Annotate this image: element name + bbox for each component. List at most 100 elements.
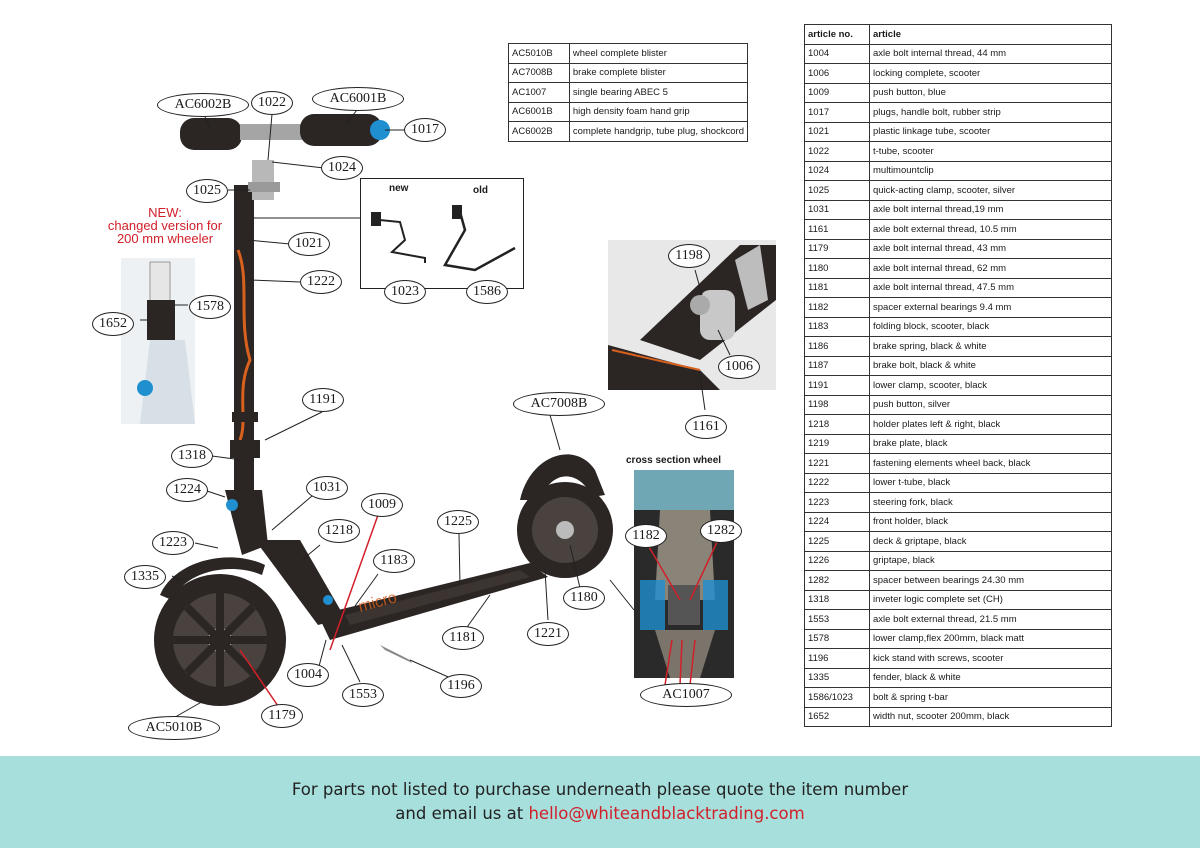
callout-1025: 1025	[186, 179, 228, 203]
article-desc-cell: inveter logic complete set (CH)	[869, 589, 1112, 610]
article-desc-cell: holder plates left & right, black	[869, 414, 1112, 435]
callout-1179: 1179	[261, 704, 303, 728]
bolt-spring-drawings-overlay	[371, 205, 516, 272]
article-desc-cell: axle bolt internal thread, 43 mm	[869, 238, 1112, 259]
callout-1586: 1586	[466, 280, 508, 304]
article-no-cell: 1006	[804, 63, 870, 84]
article-no-cell: 1224	[804, 511, 870, 532]
article-no-cell: 1225	[804, 531, 870, 552]
callout-1652: 1652	[92, 312, 134, 336]
callout-1191: 1191	[302, 388, 344, 412]
callout-1222: 1222	[300, 270, 342, 294]
article-no-cell: 1021	[804, 121, 870, 142]
article-no-cell: 1226	[804, 550, 870, 571]
article-no-cell: 1191	[804, 375, 870, 396]
callout-1161: 1161	[685, 415, 727, 439]
callout-1553: 1553	[342, 683, 384, 707]
kit-article-no: AC1007	[508, 82, 570, 103]
footer-line-1: For parts not listed to purchase underne…	[291, 780, 909, 799]
article-desc-cell: bolt & spring t-bar	[869, 687, 1112, 708]
article-no-cell: 1187	[804, 355, 870, 376]
scooter-illustration: micro	[154, 114, 613, 706]
article-desc-cell: lower clamp, scooter, black	[869, 375, 1112, 396]
callout-1318: 1318	[171, 444, 213, 468]
article-desc-cell: axle bolt external thread, 21.5 mm	[869, 609, 1112, 630]
article-no-cell: 1586/1023	[804, 687, 870, 708]
cross-section-inset	[634, 470, 734, 678]
article-no-cell: 1221	[804, 453, 870, 474]
article-no-cell: 1335	[804, 667, 870, 688]
article-desc-cell: brake spring, black & white	[869, 336, 1112, 357]
callout-1183: 1183	[373, 549, 415, 573]
kit-article-desc: single bearing ABEC 5	[568, 82, 749, 103]
article-desc-cell: steering fork, black	[869, 492, 1112, 513]
article-desc-cell: brake bolt, black & white	[869, 355, 1112, 376]
callout-1198: 1198	[668, 244, 710, 268]
article-no-cell: 1318	[804, 589, 870, 610]
callout-ac7008b: AC7008B	[513, 392, 605, 416]
article-desc-cell: axle bolt internal thread, 62 mm	[869, 258, 1112, 279]
article-desc-cell: width nut, scooter 200mm, black	[869, 706, 1112, 727]
inset-label-old: old	[473, 185, 488, 196]
callout-1335: 1335	[124, 565, 166, 589]
article-desc-cell: axle bolt internal thread, 44 mm	[869, 43, 1112, 64]
article-no-cell: 1017	[804, 102, 870, 123]
callout-ac5010b: AC5010B	[128, 716, 220, 740]
footer-banner: For parts not listed to purchase underne…	[0, 756, 1200, 848]
article-desc-cell: locking complete, scooter	[869, 63, 1112, 84]
callout-1024: 1024	[321, 156, 363, 180]
article-desc-cell: fastening elements wheel back, black	[869, 453, 1112, 474]
article-no-cell: 1578	[804, 628, 870, 649]
article-desc-cell: quick-acting clamp, scooter, silver	[869, 180, 1112, 201]
article-desc-cell: plugs, handle bolt, rubber strip	[869, 102, 1112, 123]
callout-1004: 1004	[287, 663, 329, 687]
footer-line-2-prefix: and email us at	[395, 804, 529, 823]
header-article: article	[869, 24, 1112, 45]
new-version-note-line: 200 mm wheeler	[116, 231, 214, 246]
footer-email-link[interactable]: hello@whiteandblacktrading.com	[528, 804, 805, 823]
callout-1031: 1031	[306, 476, 348, 500]
article-no-cell: 1222	[804, 472, 870, 493]
article-no-cell: 1180	[804, 258, 870, 279]
inset-label-new: new	[389, 183, 409, 194]
article-no-cell: 1183	[804, 316, 870, 337]
article-desc-cell: axle bolt external thread, 10.5 mm	[869, 219, 1112, 240]
clamp-photo-inset	[121, 258, 195, 424]
article-desc-cell: lower clamp,flex 200mm, black matt	[869, 628, 1112, 649]
article-no-cell: 1179	[804, 238, 870, 259]
callout-1182: 1182	[625, 524, 667, 548]
article-no-cell: 1186	[804, 336, 870, 357]
article-desc-cell: axle bolt internal thread,19 mm	[869, 199, 1112, 220]
article-no-cell: 1022	[804, 141, 870, 162]
callout-1221: 1221	[527, 622, 569, 646]
article-desc-cell: push button, blue	[869, 82, 1112, 103]
kit-article-no: AC7008B	[508, 62, 570, 83]
article-no-cell: 1652	[804, 706, 870, 727]
article-no-cell: 1198	[804, 394, 870, 415]
